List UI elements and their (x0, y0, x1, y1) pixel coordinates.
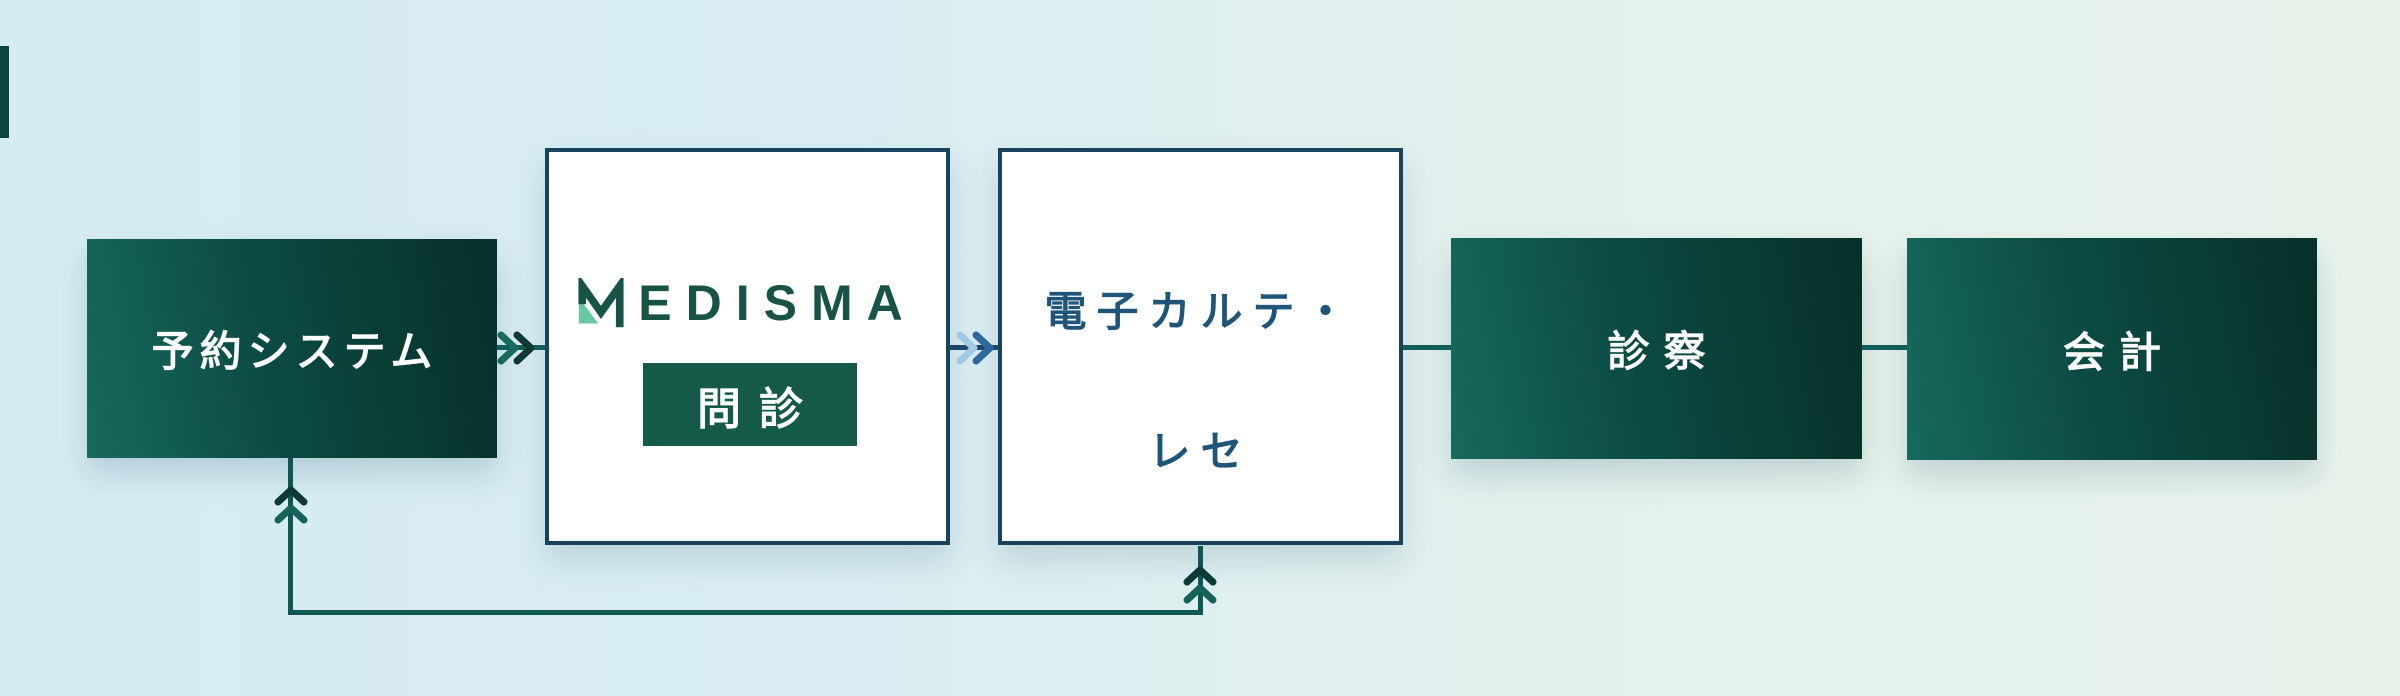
examination-label: 診察 (1607, 328, 1720, 375)
reservation-system-label: 予約システム (151, 328, 439, 375)
double-chevron-right-icon (497, 331, 535, 365)
medisma-logo: EDISMA (549, 276, 946, 330)
monshin-badge: 問診 (643, 363, 857, 446)
node-billing: 会計 (1907, 238, 2317, 460)
connector-reservation-medisma (497, 345, 545, 350)
double-chevron-right-icon (956, 331, 994, 365)
feedback-loop-line-right-vertical (1198, 546, 1203, 615)
medisma-m-icon (578, 278, 624, 328)
node-medisma (545, 148, 950, 545)
node-reservation-system: 予約システム (87, 239, 497, 458)
double-chevron-up-icon (274, 486, 308, 524)
monshin-badge-label: 問診 (697, 384, 821, 434)
medisma-logo-text: EDISMA (638, 275, 917, 331)
connector-exam-billing (1862, 345, 1907, 350)
connector-ehr-exam (1403, 345, 1451, 350)
billing-label: 会計 (2062, 328, 2175, 376)
node-ehr-receipt: 電子カルテ・ レセ (998, 148, 1403, 545)
ehr-receipt-label: 電子カルテ・ レセ (1044, 287, 1357, 475)
left-edge-fragment (0, 46, 9, 138)
double-chevron-up-icon (1183, 566, 1217, 604)
feedback-loop-line-left-vertical (288, 457, 293, 615)
feedback-loop-line-horizontal (288, 610, 1203, 615)
node-examination: 診察 (1451, 238, 1862, 459)
